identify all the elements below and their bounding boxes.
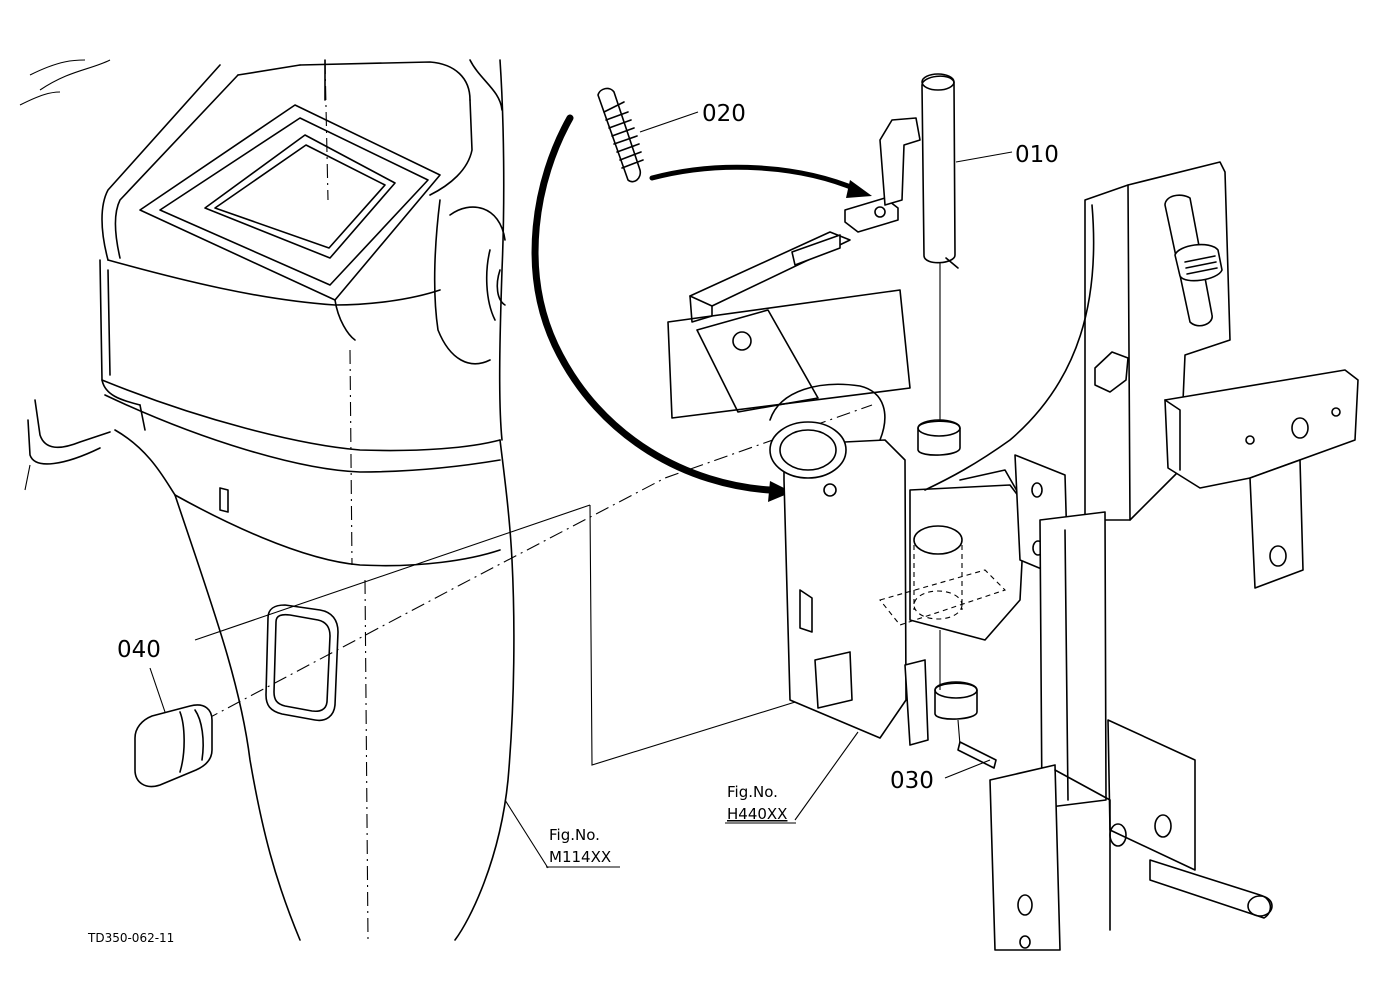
callout-020: 020 [702, 101, 746, 127]
figure-ref-code: M114XX [549, 848, 611, 866]
reference-leader-lines [194, 404, 873, 766]
figure-ref-m114xx: Fig.No. M114XX [546, 826, 620, 868]
assembly-arrow-small [649, 164, 872, 198]
callout-leaders [149, 111, 1013, 869]
callout-040: 040 [117, 637, 161, 663]
figure-ref-prefix: Fig.No. [727, 783, 778, 801]
callout-030: 030 [890, 768, 934, 794]
figure-ref-code: H440XX [727, 805, 787, 823]
bracket-with-bushings [769, 383, 1026, 746]
seat-fender-assembly [19, 59, 515, 941]
figure-ref-h440xx: Fig.No. H440XX [725, 783, 796, 824]
drawing-id: TD350-062-11 [87, 931, 174, 945]
part-040-knob [134, 704, 213, 788]
part-030-roll-pin [957, 741, 997, 769]
lever-bracket-assembly [667, 73, 959, 420]
part-020-spring [597, 87, 644, 183]
callout-010: 010 [1015, 142, 1059, 168]
main-frame [924, 161, 1359, 951]
figure-ref-prefix: Fig.No. [549, 826, 600, 844]
assembly-arrow-large [531, 114, 792, 502]
